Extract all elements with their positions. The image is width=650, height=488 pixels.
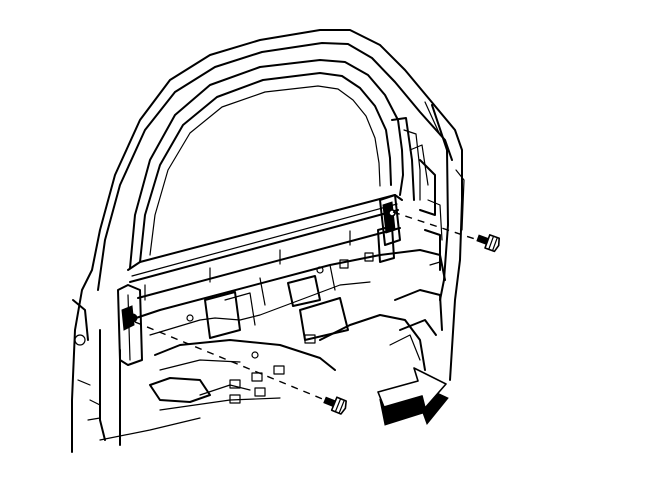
bolt-icon: [323, 396, 347, 415]
door-frame-outer-edge: [71, 29, 463, 453]
upper-bolt-leader: [392, 211, 479, 241]
rear-channel-bracket: [377, 194, 401, 263]
bolt-icon: [476, 234, 500, 253]
window-opening-outer: [129, 59, 404, 269]
door-frame: [71, 29, 465, 453]
door-frame-inner-edge: [97, 42, 453, 291]
lower-bolt: [323, 396, 347, 415]
window-opening-inner: [139, 72, 392, 263]
b-pillar-edge: [431, 104, 449, 301]
front-glass-run-rail: [117, 284, 143, 366]
direction-arrow-icon: [377, 367, 449, 426]
window-opening: [129, 59, 404, 269]
upper-bolt: [476, 234, 500, 253]
door-inner-panel: [72, 159, 446, 446]
lower-bolt-leader: [134, 321, 326, 401]
window-glass-channel: [127, 117, 429, 301]
